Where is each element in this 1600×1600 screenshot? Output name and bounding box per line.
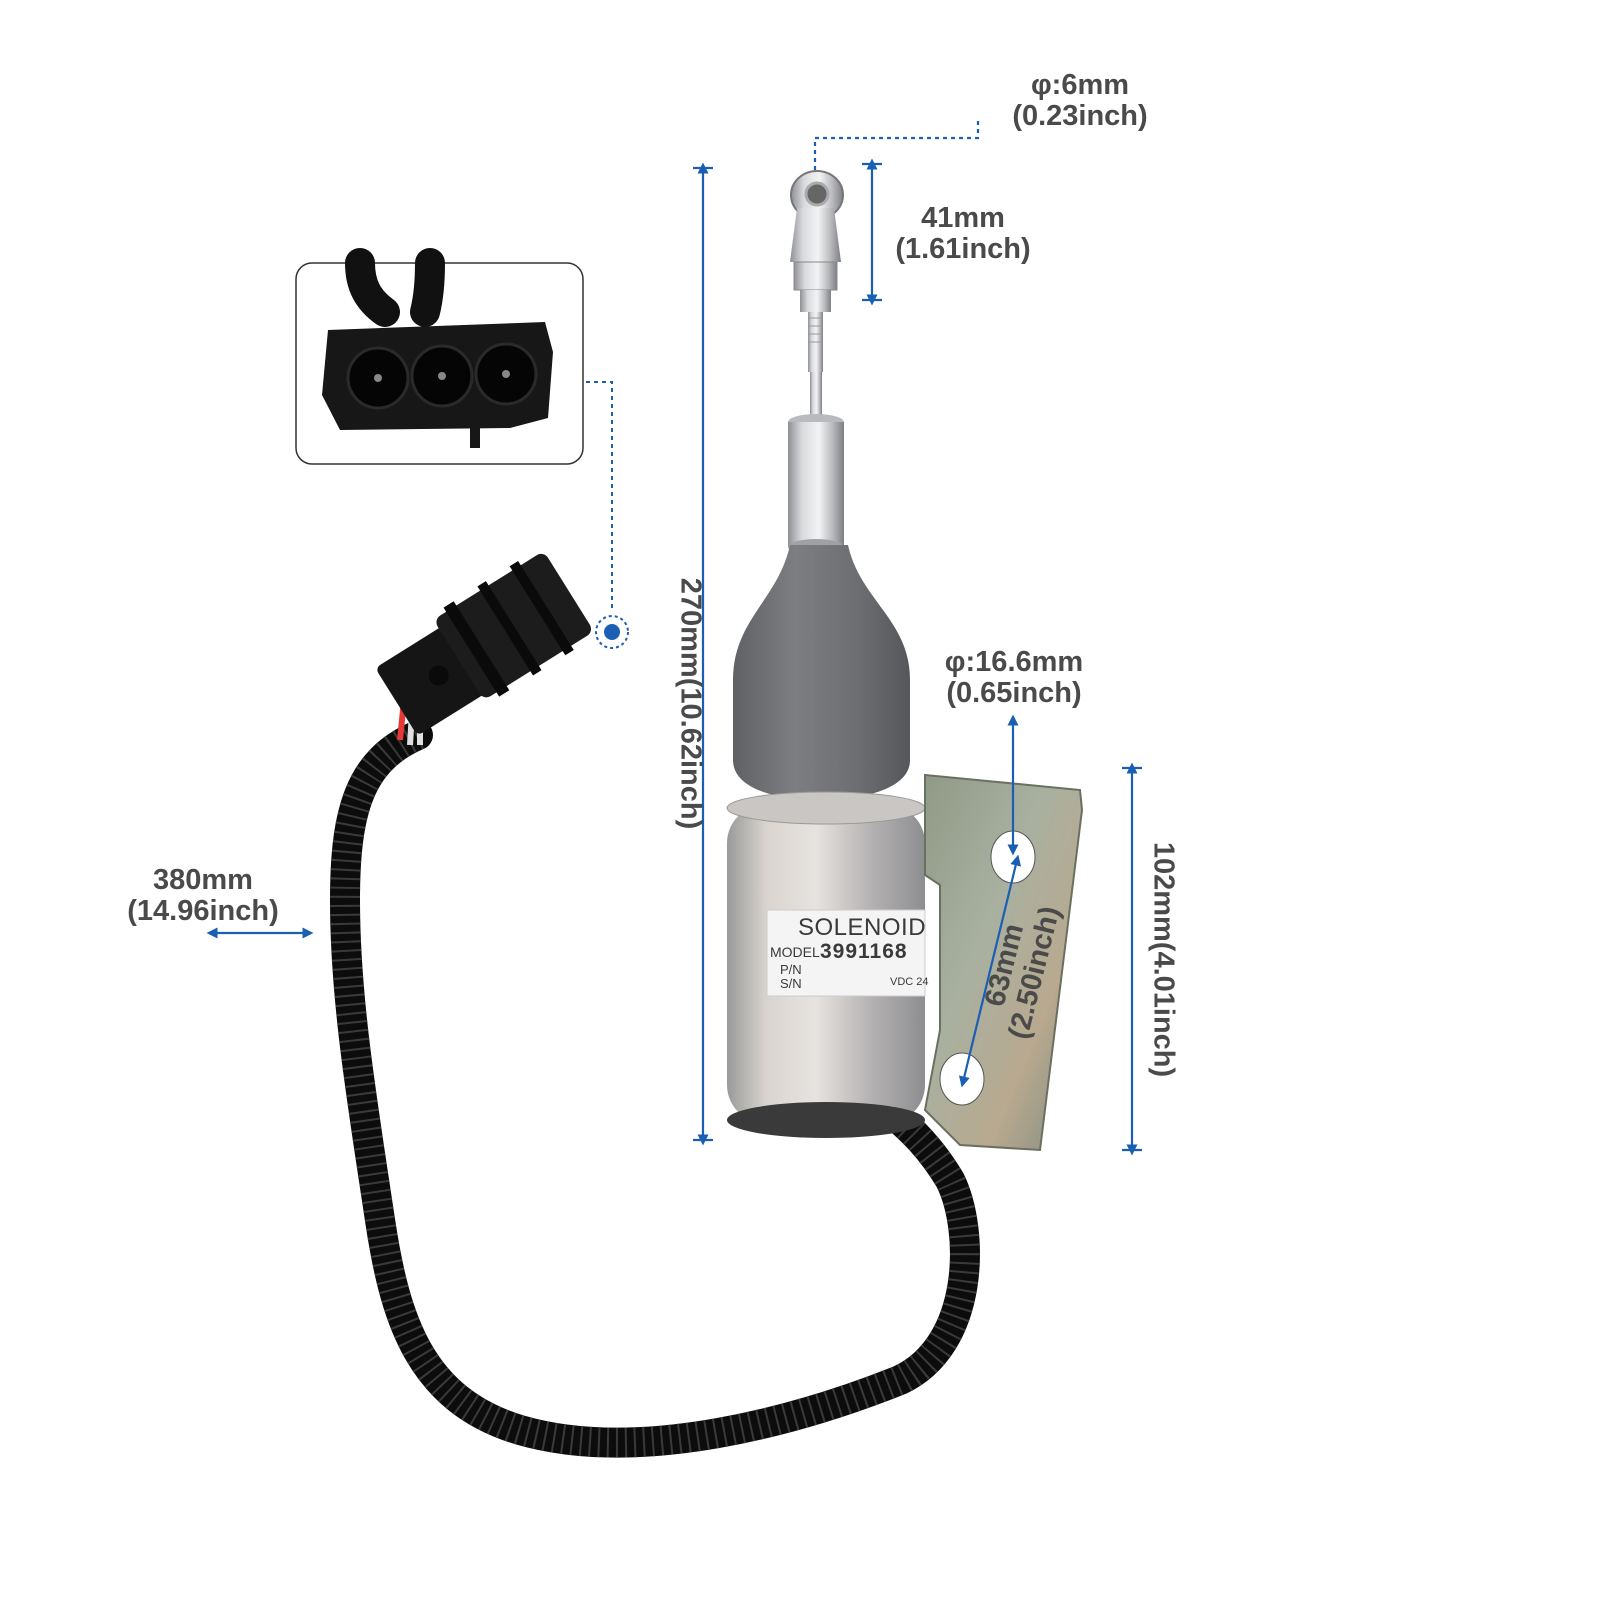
plunger-diameter-label: φ:16.6mm (0.65inch) <box>928 647 1100 709</box>
label-title: SOLENOID <box>798 914 927 941</box>
label-model-number: 3991168 <box>820 940 908 963</box>
rod-end-length-label: 41mm (1.61inch) <box>878 203 1048 265</box>
overall-length-text: 270mm(10.62inch) <box>674 577 707 830</box>
bracket-height-label: 102mm(4.01inch) <box>1147 815 1180 1105</box>
label-model-prefix: MODEL <box>770 944 820 960</box>
callout-line <box>586 381 613 612</box>
label-sn: S/N <box>780 976 802 991</box>
connector-inset <box>295 248 584 465</box>
rod-eye-diameter-imperial: (0.23inch) <box>1012 100 1148 132</box>
bracket-height-text: 102mm(4.01inch) <box>1147 841 1180 1078</box>
label-pn: P/N <box>780 962 802 977</box>
plunger-diameter-imperial: (0.65inch) <box>946 677 1082 709</box>
cable-length-label: 380mm (14.96inch) <box>108 865 298 927</box>
product-label: SOLENOID MODEL 3991168 P/N S/N VDC 24 <box>770 914 929 994</box>
plunger-diameter-metric: φ:16.6mm <box>944 646 1084 678</box>
rubber-boot <box>733 545 910 800</box>
harness-connector <box>377 553 591 746</box>
label-voltage: VDC 24 <box>890 976 929 988</box>
rod-eye-diameter-label: φ:6mm (0.23inch) <box>985 70 1175 132</box>
callout-dot <box>595 615 629 649</box>
rod-end-length-imperial: (1.61inch) <box>895 233 1031 265</box>
solenoid-body <box>726 791 926 1138</box>
dimension-lines <box>206 118 1142 1156</box>
overall-length-label: 270mm(10.62inch) <box>674 554 707 854</box>
cable-length-imperial: (14.96inch) <box>127 895 279 927</box>
cable <box>329 720 980 1458</box>
rod-eye-diameter-metric: φ:6mm <box>1030 69 1130 101</box>
rod-end <box>790 170 844 420</box>
connector-pins <box>346 342 538 410</box>
rod-end-length-metric: 41mm <box>921 202 1005 234</box>
plunger <box>788 414 844 555</box>
cable-length-metric: 380mm <box>153 864 253 896</box>
